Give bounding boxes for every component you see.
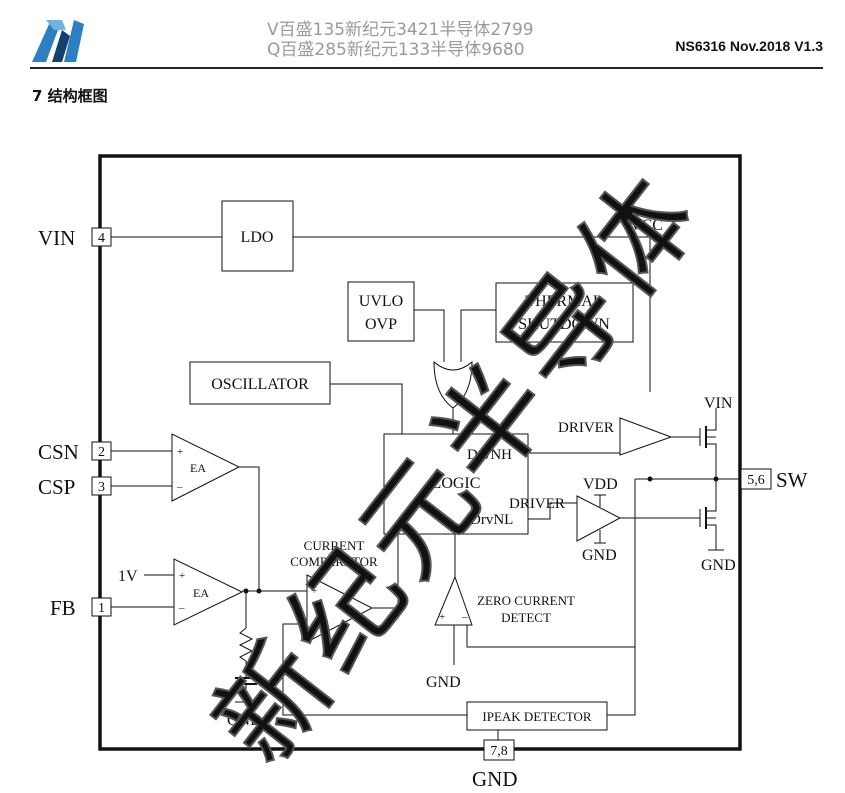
ea-label-cs: EA (190, 461, 206, 475)
current-label: CURRENT (304, 538, 365, 553)
uvlo-ovp-block (347, 281, 415, 342)
pin-box-gnd (483, 739, 515, 761)
ea-amplifier-cs (171, 433, 241, 502)
resistor (238, 627, 254, 662)
junction-dot (243, 588, 249, 594)
ipeak-detector-block (466, 701, 608, 731)
drvnl-label: DrvNL (470, 512, 513, 528)
company-logo (32, 20, 84, 62)
comp-plus: + (311, 585, 317, 597)
pin-number-vin: 4 (98, 231, 105, 246)
or-gate (433, 360, 473, 409)
junction-dot (713, 476, 719, 482)
pin-number-gnd: 7,8 (490, 744, 508, 759)
gnd-lowside-label: GND (701, 557, 736, 574)
gnd-zcd-label: GND (426, 674, 461, 691)
thermal-label: THERMAL (525, 293, 602, 310)
ipeak-label: IPEAK DETECTOR (482, 709, 592, 724)
pin-box-fb (91, 597, 112, 617)
oscillator-block (189, 361, 331, 405)
pin-label-csn: CSN (38, 440, 79, 464)
section-title: 7 结构框图 (32, 87, 108, 105)
pin-box-vin (91, 227, 112, 247)
ref-1v-label: 1V (118, 568, 138, 585)
watermark-line-2: Q百盛285新纪元133半导体9680 (267, 40, 525, 60)
vcc-label: VCC (630, 217, 663, 234)
ldo-label: LDO (241, 229, 274, 246)
ovp-label: OVP (365, 316, 397, 333)
vdd-label: VDD (583, 476, 618, 493)
pin-label-gnd: GND (472, 767, 518, 791)
pin-label-vin: VIN (38, 226, 75, 250)
header-watermark: V百盛135新纪元3421半导体2799 Q百盛285新纪元133半导体9680 (267, 20, 534, 60)
ldo-block (221, 200, 294, 272)
current-comparator (306, 574, 374, 643)
pin-number-fb: 1 (98, 601, 105, 616)
logic-block (383, 433, 529, 535)
comp-minus: – (310, 620, 317, 632)
pin-number-sw: 5,6 (747, 473, 765, 488)
comparator-label: COMPARATOR (290, 554, 378, 569)
ea-label-fb: EA (193, 586, 209, 600)
pin-label-fb: FB (50, 596, 76, 620)
pin-number-csp: 3 (98, 480, 105, 495)
pin-box-csn (91, 441, 112, 461)
pin-label-sw: SW (776, 468, 808, 492)
pin-number-csn: 2 (98, 445, 105, 460)
driver-low-label: DRIVER (509, 496, 565, 512)
uvlo-label: UVLO (359, 293, 403, 310)
thermal-shutdown-block (495, 282, 634, 343)
vin-top-label: VIN (704, 395, 733, 412)
shutdown-label: SHUTDOWN (518, 316, 610, 333)
gnd-driver-label: GND (582, 547, 617, 564)
oscillator-label: OSCILLATOR (211, 376, 309, 393)
zcd-minus: – (461, 611, 468, 623)
low-side-driver (576, 495, 622, 542)
ea-cs-minus: – (176, 481, 183, 493)
junction-dot (256, 588, 262, 594)
watermark-line-1: V百盛135新纪元3421半导体2799 (267, 20, 534, 40)
gnd-rc-label: GND (227, 712, 262, 729)
junction-dot (647, 476, 653, 482)
pin-box-csp (91, 476, 112, 496)
pin-label-csp: CSP (38, 475, 75, 499)
ea-fb-plus: + (179, 570, 185, 582)
detect-label: DETECT (501, 610, 551, 625)
drvnh-label: DrvNH (467, 447, 512, 463)
driver-high-label: DRIVER (558, 420, 614, 436)
zero-current-label: ZERO CURRENT (477, 593, 575, 608)
pin-box-sw (740, 468, 772, 490)
high-side-driver (619, 417, 673, 456)
document-id: NS6316 Nov.2018 V1.3 (675, 38, 823, 54)
zcd-plus: + (439, 611, 445, 623)
ea-fb-minus: – (178, 602, 185, 614)
logic-label: LOGIC (432, 475, 481, 492)
ea-amplifier-fb (173, 558, 244, 626)
ea-cs-plus: + (177, 446, 183, 458)
header-rule (30, 67, 823, 69)
